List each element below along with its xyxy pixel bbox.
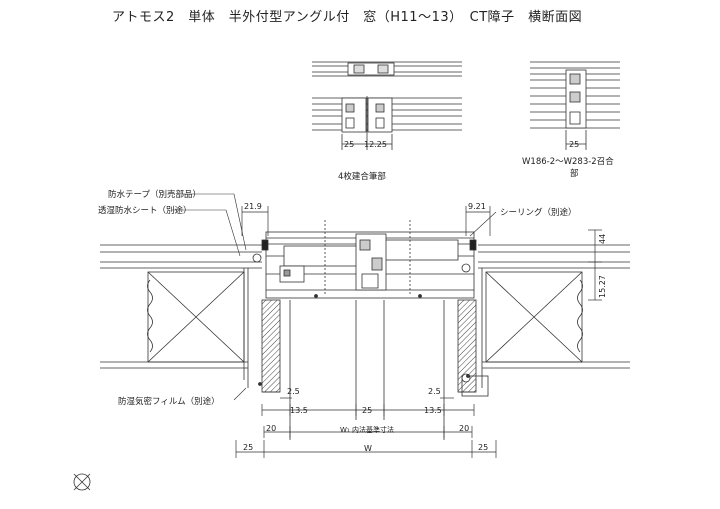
dimension-lines: [235, 206, 602, 458]
dim-w-inner: W₁ 内法基準寸法: [340, 426, 394, 434]
mark-symbol: [73, 473, 91, 491]
w-section-detail: [530, 61, 620, 150]
four-pane-detail: [312, 61, 462, 150]
dim-bottom-20-left: 20: [266, 424, 277, 433]
w-section-dim-25: 25: [569, 140, 580, 149]
dim-bottom-20-right: 20: [459, 424, 470, 433]
callout-breathable-sheet: 透湿防水シート（別途）: [98, 206, 192, 216]
dim-right-135: 13.5: [424, 406, 442, 415]
dim-top-right: 9.21: [468, 202, 486, 211]
four-pane-caption: 4枚建合筆部: [338, 172, 386, 182]
leader-lines: [172, 193, 497, 401]
w-section-caption-1: W186-2～W283-2召合: [522, 157, 614, 167]
page-title: アトモス2 単体 半外付型アングル付 窓（H11～13） CT障子 横断面図: [112, 10, 583, 25]
w-section-caption-2: 部: [570, 169, 579, 179]
dim-top-left: 21.9: [244, 202, 262, 211]
main-section: [100, 220, 630, 440]
dim-center-25: 25: [362, 406, 373, 415]
dim-left-25: 2.5: [287, 387, 300, 396]
dim-bottom-25-left: 25: [243, 443, 254, 452]
dim-right-1527: 15.27: [598, 275, 607, 298]
dim-right-25: 2.5: [428, 387, 441, 396]
four-pane-dim-25: 25: [344, 140, 355, 149]
dim-right-44: 44: [598, 233, 607, 244]
dim-left-135: 13.5: [290, 406, 308, 415]
dim-bottom-25-right: 25: [478, 443, 489, 452]
callout-sealing: シーリング（別途）: [500, 208, 577, 218]
callout-waterproof-tape: 防水テープ（別売部品）: [108, 190, 201, 200]
four-pane-dim-1225: 12.25: [364, 140, 387, 149]
callout-vapor-film: 防湿気密フィルム（別途）: [118, 397, 220, 407]
dim-w: W: [364, 444, 372, 453]
